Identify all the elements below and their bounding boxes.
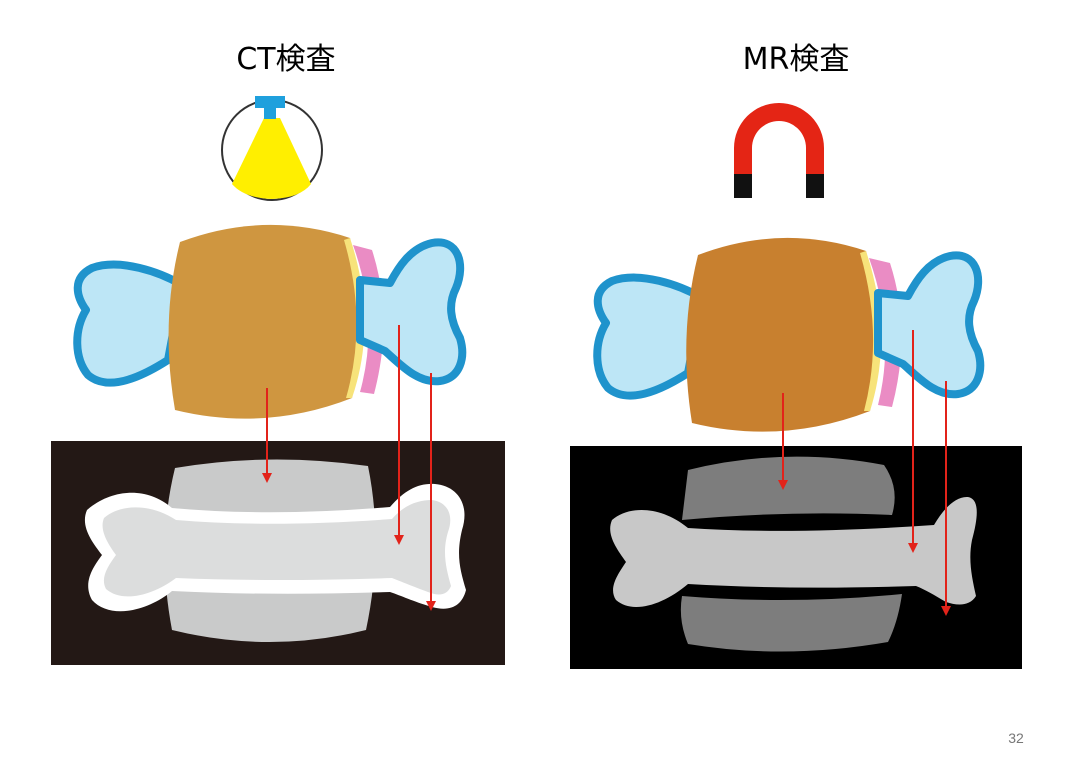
page-number: 32 — [1008, 730, 1024, 746]
ct-muscle — [168, 224, 360, 419]
magnet-pole-right — [806, 174, 824, 198]
xray-beam — [232, 118, 311, 199]
mr-image — [570, 446, 1022, 669]
ct-bone-left-end — [73, 260, 186, 387]
mr-limb-model — [593, 237, 985, 432]
mr-bone-right-end — [874, 251, 985, 399]
mr-soft-tissue-bottom — [680, 594, 902, 652]
mr-bone — [610, 496, 977, 607]
ct-exam-title: CT検査 — [236, 42, 336, 77]
mr-bone-left-end — [593, 273, 706, 400]
ct-limb-model — [73, 224, 467, 419]
xray-tube-head — [255, 96, 285, 108]
magnet-icon — [734, 103, 824, 198]
ct-image — [51, 441, 505, 665]
ct-bone-interior — [102, 500, 451, 597]
mr-exam-title: MR検査 — [742, 42, 850, 77]
mr-soft-tissue-top — [682, 456, 895, 520]
magnet-pole-left — [734, 174, 752, 198]
magnet-body — [734, 103, 824, 176]
xray-source-icon — [221, 96, 323, 201]
mr-muscle — [686, 237, 878, 432]
xray-tube-nozzle — [264, 107, 276, 119]
ct-bone-right-end — [356, 238, 467, 386]
